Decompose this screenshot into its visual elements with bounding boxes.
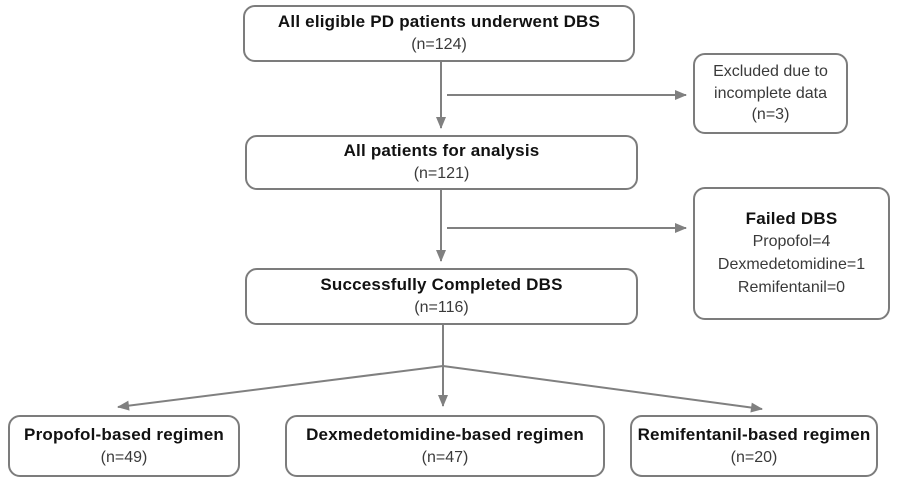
node-eligible-count: (n=124): [411, 36, 467, 54]
arrow-completed-to-remifentanil: [442, 365, 763, 413]
node-failed-dbs: Failed DBS Propofol=4 Dexmedetomidine=1 …: [693, 187, 890, 320]
node-failed-item-remifentanil: Remifentanil=0: [737, 278, 846, 296]
node-dexmedetomidine-title: Dexmedetomidine-based regimen: [306, 424, 584, 444]
node-completed-title: Successfully Completed DBS: [320, 275, 563, 295]
node-eligible-patients: All eligible PD patients underwent DBS (…: [243, 5, 635, 62]
node-completed-dbs: Successfully Completed DBS (n=116): [245, 268, 638, 325]
node-patients-for-analysis: All patients for analysis (n=121): [245, 135, 638, 190]
node-remifentanil-count: (n=20): [730, 448, 778, 466]
node-remifentanil-regimen: Remifentanil-based regimen (n=20): [630, 415, 878, 477]
arrow-completed-to-propofol: [117, 365, 444, 411]
node-excluded-text: Excluded due to incomplete data: [713, 63, 828, 102]
node-propofol-regimen: Propofol-based regimen (n=49): [8, 415, 240, 477]
node-excluded: Excluded due to incomplete data (n=3): [693, 53, 848, 134]
node-failed-item-dexmedetomidine: Dexmedetomidine=1: [717, 256, 866, 274]
node-excluded-count: (n=3): [751, 106, 790, 124]
node-failed-item-propofol: Propofol=4: [752, 233, 831, 251]
node-analysis-title: All patients for analysis: [343, 141, 540, 161]
node-eligible-title: All eligible PD patients underwent DBS: [277, 12, 601, 32]
node-propofol-count: (n=49): [100, 448, 148, 466]
node-completed-count: (n=116): [414, 299, 469, 317]
node-propofol-title: Propofol-based regimen: [24, 424, 224, 444]
node-dexmedetomidine-regimen: Dexmedetomidine-based regimen (n=47): [285, 415, 605, 477]
node-dexmedetomidine-count: (n=47): [421, 448, 469, 466]
node-analysis-count: (n=121): [413, 165, 470, 183]
node-remifentanil-title: Remifentanil-based regimen: [637, 424, 871, 444]
node-failed-title: Failed DBS: [745, 209, 838, 229]
